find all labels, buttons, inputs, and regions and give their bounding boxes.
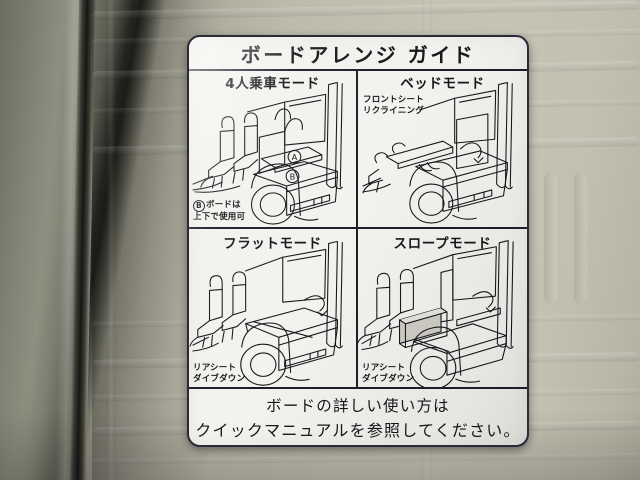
front-seat-reclining-note-line2: リクライニング <box>363 106 424 116</box>
rear-seat-note-slope-line2: ダイブダウン <box>362 374 415 384</box>
panel-title-bed-mode: ベッドモード <box>400 76 485 92</box>
front-seat-reclining-note-line1: フロントシート <box>363 95 424 105</box>
board-usage-note-line1: ボードは <box>206 200 241 210</box>
rear-seat-dive-down-note-flat: リアシート ダイブダウン <box>193 363 245 385</box>
panel-slope-mode: スロープモード リアシート ダイブダウン <box>358 229 527 389</box>
rear-seat-note-flat-line1: リアシート <box>193 363 237 373</box>
bed-mode-illustration <box>358 69 527 227</box>
svg-text:A: A <box>292 152 298 162</box>
panel-flat-mode: フラットモード リアシート ダイブダウン <box>189 229 358 389</box>
board-arrange-guide-label: ボードアレンジ ガイド <box>187 35 529 447</box>
panel-title-four-seat-mode: 4人乗車モード <box>225 76 320 92</box>
left-vinyl-panel <box>0 0 76 480</box>
label-footer: ボードの詳しい使い方は クイックマニュアルを参照してください。 <box>189 387 527 445</box>
footer-line-1: ボードの詳しい使い方は <box>266 396 450 415</box>
label-title: ボードアレンジ ガイド <box>189 37 527 71</box>
rear-seat-note-flat-line2: ダイブダウン <box>193 374 246 384</box>
panel-bed-mode: ベッドモード フロントシート リクライニング <box>358 69 527 229</box>
board-b-marker: B <box>193 200 205 212</box>
rear-seat-note-slope-line1: リアシート <box>362 363 406 373</box>
board-usage-note-line2: 上下で使用可 <box>193 212 246 222</box>
svg-text:B: B <box>290 172 296 182</box>
panel-title-slope-mode: スロープモード <box>393 236 492 252</box>
panel-title-flat-mode: フラットモード <box>223 236 322 252</box>
rear-seat-dive-down-note-slope: リアシート ダイブダウン <box>362 363 414 385</box>
front-seat-reclining-note: フロントシート リクライニング <box>363 95 424 117</box>
footer-line-2: クイックマニュアルを参照してください。 <box>195 420 521 440</box>
